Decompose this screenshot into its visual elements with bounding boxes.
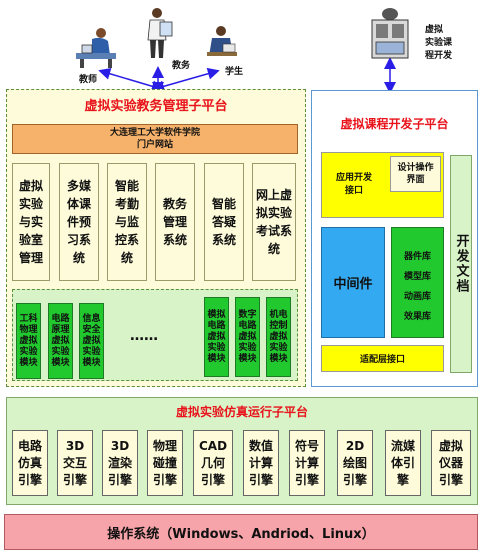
developer-label-line-3: 程开发 [425, 51, 453, 61]
portal-line-2: 门户网站 [136, 140, 173, 150]
arrow-student [152, 67, 220, 93]
operating-system-bar: 操作系统（Windows、Andriod、Linux） [4, 514, 478, 550]
arrow-teacher [98, 67, 164, 93]
system-box-attendance-monitoring: 智能考勤与监控系统 [107, 163, 147, 281]
module-ellipsis: …… [130, 328, 158, 344]
middleware: 中间件 [321, 227, 385, 338]
engine-circuit-sim: 电路仿真引擎 [12, 430, 48, 496]
developer-label-line-1: 虚拟 [425, 25, 444, 35]
engine-cad-geometry: CAD几何引擎 [193, 430, 233, 496]
engine-3d-rendering: 3D渲染引擎 [102, 430, 138, 496]
library-animations: 动画库 [403, 292, 431, 302]
libraries-box: 器件库 模型库 动画库 效果库 [391, 227, 444, 338]
engine-virtual-instrument: 虚拟仪器引擎 [431, 430, 471, 496]
library-effects: 效果库 [403, 312, 431, 322]
library-devices: 器件库 [403, 252, 431, 262]
module-physics: 工科物理虚拟实验模块 [16, 303, 41, 379]
runtime-platform-title: 虚拟实验仿真运行子平台 [175, 405, 308, 419]
module-digital-circuit: 数字电路虚拟实验模块 [235, 297, 260, 377]
teacher-label: 教师 [79, 75, 98, 85]
system-box-academic-management: 教务管理系统 [155, 163, 195, 281]
developer-label: 虚拟 实验课 程开发 [425, 24, 452, 63]
system-box-qa: 智能答疑系统 [204, 163, 244, 281]
adapter-layer-interface: 适配层接口 [321, 345, 444, 372]
engine-physics-collision: 物理碰撞引擎 [147, 430, 183, 496]
system-box-online-exam: 网上虚拟实验考试系统 [252, 163, 296, 281]
course-platform-title: 虚拟课程开发子平台 [340, 117, 449, 131]
module-electromechanical: 机电控制虚拟实验模块 [266, 297, 291, 377]
teaching-platform-title: 虚拟实验教务管理子平台 [84, 99, 228, 114]
engine-3d-interaction: 3D交互引擎 [57, 430, 93, 496]
app-dev-interface: 应用开发接口 [335, 173, 372, 196]
design-operation-ui: 设计操作界面 [390, 156, 441, 192]
system-box-lab-management: 虚拟实验与实验室管理 [12, 163, 50, 281]
engine-streaming-media: 流媒体引擎 [385, 430, 421, 496]
academic-staff-icon [147, 8, 173, 58]
portal-line-1: 大连理工大学软件学院 [109, 128, 200, 138]
engine-2d-drawing: 2D绘图引擎 [337, 430, 373, 496]
module-analog-circuit: 模拟电路虚拟实验模块 [204, 297, 229, 377]
student-label: 学生 [225, 67, 244, 77]
engine-numeric-computing: 数值计算引擎 [243, 430, 279, 496]
library-models: 模型库 [403, 272, 431, 282]
developer-label-line-2: 实验课 [425, 38, 453, 48]
student-icon [207, 26, 237, 56]
system-box-courseware-preview: 多媒体课件预习系统 [59, 163, 99, 281]
development-docs: 开发文档 [450, 155, 472, 373]
portal-website: 大连理工大学软件学院 门户网站 [12, 124, 298, 154]
teacher-icon [76, 28, 116, 68]
module-info-security: 信息安全虚拟实验模块 [79, 303, 104, 379]
engine-symbolic-computing: 符号计算引擎 [289, 430, 325, 496]
module-circuit-principles: 电路原理虚拟实验模块 [48, 303, 73, 379]
developer-server-icon [371, 8, 409, 59]
academic-label: 教务 [172, 61, 191, 71]
